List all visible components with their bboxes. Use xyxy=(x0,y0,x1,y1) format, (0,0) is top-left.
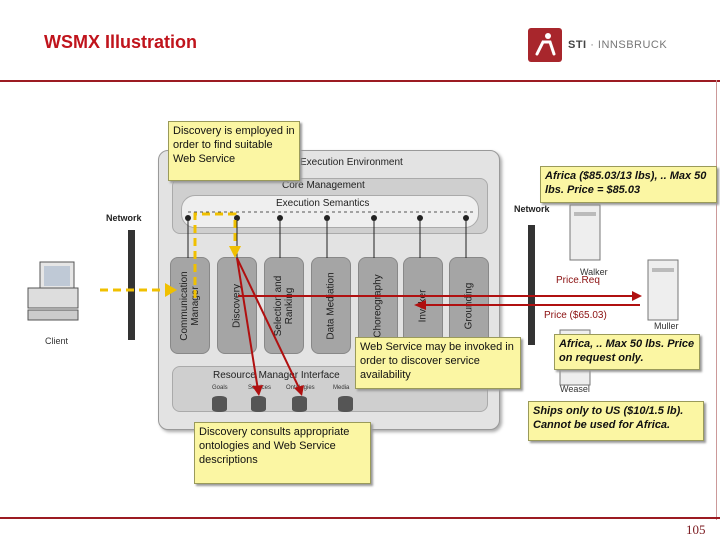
walker-label: Walker xyxy=(580,267,608,277)
right-rule xyxy=(716,80,717,520)
environment-title: Execution Environment xyxy=(300,157,403,168)
resource-manager-label: Resource Manager Interface xyxy=(213,370,340,381)
note-discovery-employed: Discovery is employed in order to find s… xyxy=(168,121,300,181)
client-label: Client xyxy=(45,336,69,346)
network-label-right: Network xyxy=(514,204,550,214)
network-label-left: Network xyxy=(106,213,142,223)
execution-semantics-label: Execution Semantics xyxy=(276,198,370,209)
resource-goals-label: Goals xyxy=(212,385,228,391)
muller-label: Muller xyxy=(654,321,679,331)
muller-server-icon xyxy=(647,259,679,321)
footer-rule xyxy=(0,517,720,519)
component-communication-manager: Communication Manager xyxy=(170,257,210,354)
price-value-label: Price ($65.03) xyxy=(544,310,607,321)
media-database-icon xyxy=(338,396,353,412)
sti-logo: STI · INNSBRUCK xyxy=(528,28,678,62)
page-title: WSMX Illustration xyxy=(44,32,197,52)
note-ships-only: Ships only to US ($10/1.5 lb). Cannot be… xyxy=(528,401,704,441)
note-invoked: Web Service may be invoked in order to d… xyxy=(355,337,521,389)
header-rule xyxy=(0,80,720,82)
price-req-label: Price.Req xyxy=(556,275,600,286)
walker-server-icon xyxy=(569,204,601,261)
core-management-label: Core Management xyxy=(282,180,365,191)
goals-database-icon xyxy=(212,396,227,412)
note-africa-walker: Africa ($85.03/13 lbs), .. Max 50 lbs. P… xyxy=(540,166,717,203)
component-selection-ranking: Selection and Ranking xyxy=(264,257,304,354)
component-data-mediation: Data Mediation xyxy=(311,257,351,354)
ontologies-database-icon xyxy=(292,396,307,412)
note-africa-muller: Africa, .. Max 50 lbs. Price on request … xyxy=(554,334,700,370)
note-discovery-consults: Discovery consults appropriate ontologie… xyxy=(194,422,371,484)
client-computer-icon xyxy=(27,261,79,321)
resource-media-label: Media xyxy=(333,385,350,391)
logo-text: STI · INNSBRUCK xyxy=(568,39,668,51)
weasel-label: Weasel xyxy=(560,384,590,394)
services-database-icon xyxy=(251,396,266,412)
logo-mark-icon xyxy=(528,28,562,62)
page-number: 105 xyxy=(686,522,706,537)
